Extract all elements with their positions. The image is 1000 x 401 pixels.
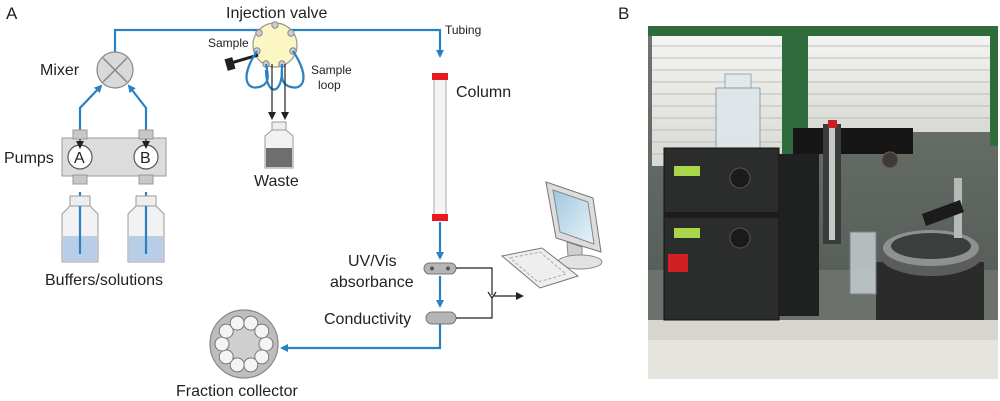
fraction-tube — [254, 349, 270, 365]
fraction-tube — [254, 323, 270, 339]
fraction-tube — [243, 357, 259, 373]
flow-pump-b-to-mixer — [127, 84, 148, 133]
conductivity-detector — [425, 311, 457, 325]
uv-vis-detector — [423, 262, 457, 275]
signal-conductivity — [456, 297, 493, 319]
mixer-label: Mixer — [40, 62, 80, 79]
fraction-tube — [258, 336, 274, 352]
fraction-tube — [229, 357, 245, 373]
flow-to-fraction-collector — [280, 324, 442, 352]
uv-label-1: UV/Vis — [348, 253, 397, 270]
column — [432, 73, 448, 221]
fraction-collector-label: Fraction collector — [176, 383, 298, 400]
pumps-label: Pumps — [4, 150, 54, 167]
fraction-collector-photo — [876, 178, 984, 320]
sample-loop-center — [264, 69, 284, 91]
fraction-tubes — [214, 315, 274, 373]
instrument-photo — [648, 26, 998, 379]
waste-bottle — [264, 121, 294, 169]
fraction-tube — [214, 336, 230, 352]
signal-merge — [487, 291, 497, 300]
column-stand-photo — [793, 120, 913, 244]
pumps — [61, 129, 167, 185]
sample-bottle-photo — [849, 231, 877, 295]
window-blinds-right — [808, 36, 990, 132]
computer-monitor-icon — [545, 181, 603, 270]
sample-loop-label-2: loop — [318, 78, 341, 92]
fraction-collector — [209, 309, 279, 379]
waste-label: Waste — [254, 173, 299, 190]
buffers-label: Buffers/solutions — [45, 272, 163, 289]
panel-label-a: A — [6, 4, 18, 23]
chromatography-system-photo — [663, 147, 819, 321]
pump-b-label: B — [140, 150, 151, 167]
panel-label-b: B — [618, 4, 629, 23]
column-label: Column — [456, 84, 511, 101]
signal-uv — [456, 267, 493, 295]
mixer — [96, 51, 134, 89]
sample-label: Sample — [208, 36, 249, 50]
pump-a-label: A — [74, 150, 85, 167]
fraction-tube — [243, 315, 259, 331]
sample-loop-left — [245, 50, 269, 89]
fraction-tube — [218, 349, 234, 365]
flow-pump-a-to-mixer — [78, 84, 103, 133]
injection-valve — [252, 21, 298, 68]
keyboard-icon — [500, 247, 580, 289]
uv-label-2: absorbance — [330, 274, 414, 291]
tubing-label: Tubing — [445, 23, 481, 37]
fraction-tube — [229, 315, 245, 331]
sample-loop-label-1: Sample — [311, 63, 352, 77]
injection-valve-label: Injection valve — [226, 5, 327, 22]
conductivity-label: Conductivity — [324, 311, 411, 328]
fraction-tube — [218, 323, 234, 339]
